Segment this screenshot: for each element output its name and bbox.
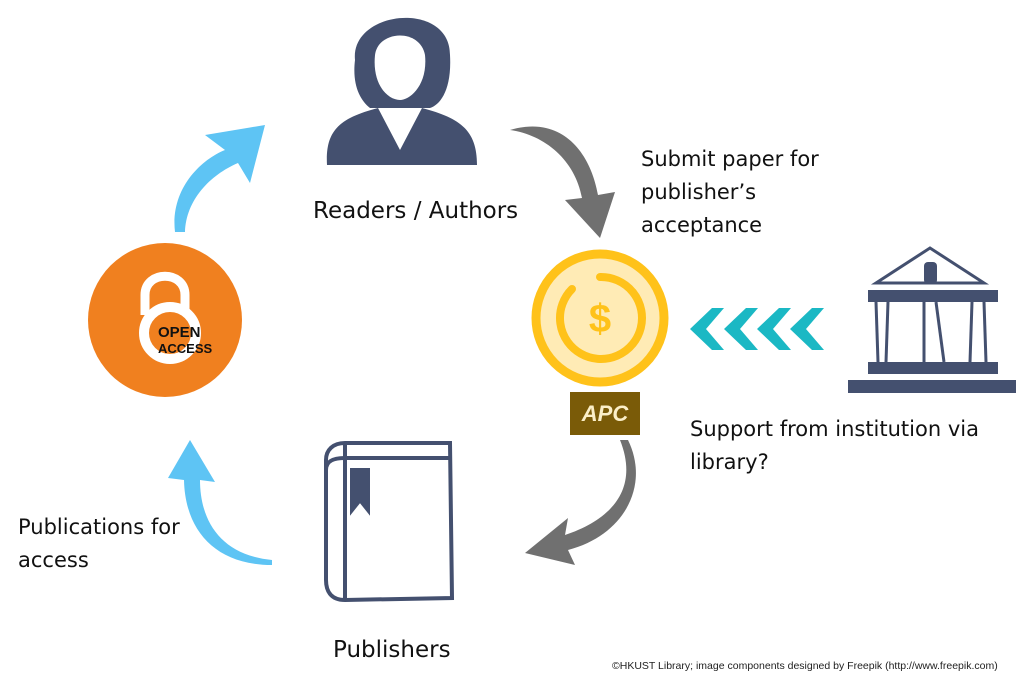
annotation-line: Publications for: [18, 515, 180, 539]
institution-icon: [848, 246, 1016, 393]
credit-text: ©HKUST Library; image components designe…: [612, 660, 998, 672]
annotation-line: Submit paper for: [641, 147, 819, 171]
dollar-symbol: $: [589, 297, 611, 341]
submit-arrow-icon: [510, 126, 615, 238]
annotation-line: access: [18, 548, 89, 572]
submit-annotation: Submit paper for publisher’s acceptance: [641, 143, 819, 242]
readers-arrow-icon: [174, 125, 265, 232]
publishers-label: Publishers: [333, 637, 451, 663]
open-access-line1: OPEN: [158, 324, 201, 341]
apc-label: APC: [570, 392, 640, 435]
annotation-line: Support from institution via: [690, 417, 979, 441]
reader-author-icon: [326, 17, 477, 165]
annotation-line: acceptance: [641, 213, 763, 237]
open-access-logo: OPEN ACCESS: [88, 243, 242, 397]
readers-authors-label: Readers / Authors: [313, 198, 519, 224]
annotation-line: library?: [690, 450, 769, 474]
annotation-line: publisher’s: [641, 180, 757, 204]
support-annotation: Support from institution via library?: [690, 413, 979, 479]
publisher-book-icon: [324, 441, 455, 603]
publish-arrow-icon: [525, 440, 636, 565]
chevrons-left-icon: [690, 308, 824, 350]
open-access-line2: ACCESS: [158, 341, 213, 356]
apc-coin-icon: $: [531, 249, 669, 387]
publications-annotation: Publications for access: [18, 511, 180, 577]
access-arrow-icon: [168, 440, 272, 565]
